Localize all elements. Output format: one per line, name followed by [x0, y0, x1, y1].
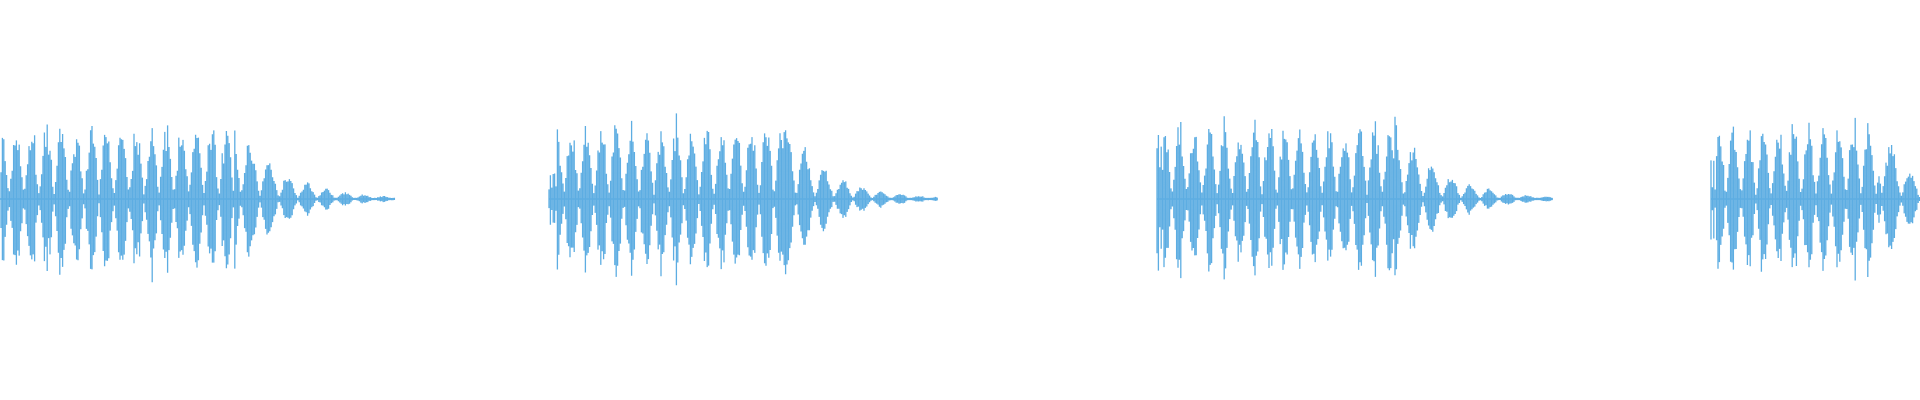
- waveform-segment: [1156, 116, 1553, 280]
- waveform-burst: [548, 113, 938, 286]
- waveform-segment: [548, 113, 938, 286]
- waveform-burst: [1156, 116, 1553, 280]
- waveform-segment: [0, 124, 396, 283]
- waveform-segment: [1710, 117, 1920, 281]
- waveform-burst: [0, 124, 396, 283]
- waveform-burst: [1710, 117, 1920, 281]
